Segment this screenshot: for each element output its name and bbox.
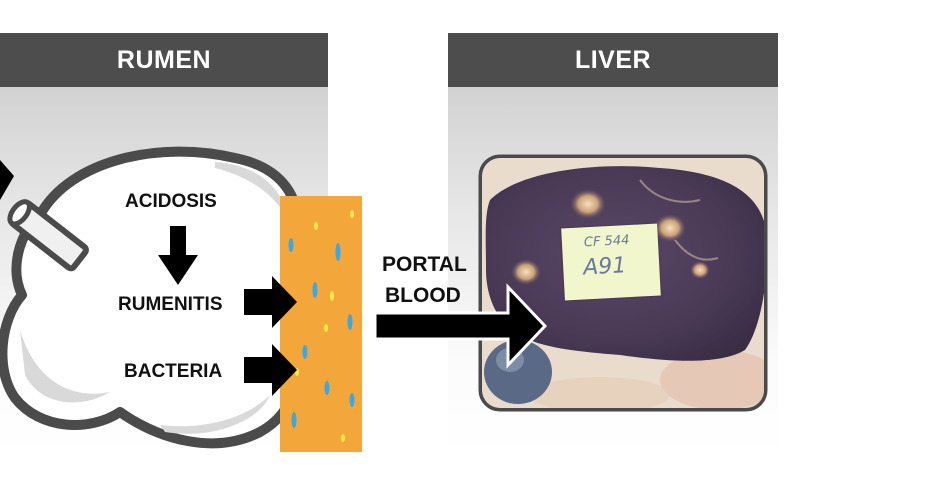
portal-blood-arrow — [373, 283, 548, 369]
esophagus-tube — [7, 199, 89, 272]
entry-arrow-icon — [0, 160, 14, 200]
rumenitis-to-wall-arrow — [244, 276, 297, 328]
bacteria-to-wall-arrow — [244, 344, 297, 396]
bacteria-label: BACTERIA — [124, 361, 223, 382]
acidosis-label: ACIDOSIS — [125, 191, 217, 212]
liver-abscess-1 — [570, 189, 606, 219]
blood-label: BLOOD — [385, 284, 461, 307]
liver-panel-title: LIVER — [448, 33, 778, 87]
specimen-tag-number: A91 — [582, 253, 627, 281]
rumen-organ — [0, 146, 305, 449]
rumen-shading-left — [20, 330, 110, 403]
acidosis-to-rumenitis-arrow — [158, 226, 198, 285]
portal-label: PORTAL — [382, 253, 467, 276]
liver-abscess-3 — [511, 259, 541, 285]
rumen-wall — [280, 196, 362, 452]
rumen-panel-title: RUMEN — [0, 33, 328, 87]
rumenitis-label: RUMENITIS — [118, 294, 223, 315]
rumen-shading-top — [215, 162, 290, 225]
liver-photo — [478, 154, 768, 412]
liver-abscess-2 — [654, 214, 686, 242]
rumen-outline — [0, 146, 305, 449]
rumen-shading-bottom — [160, 395, 270, 434]
specimen-tag: CF 544 A91 — [561, 223, 661, 301]
specimen-tag-code: CF 544 — [583, 233, 630, 251]
